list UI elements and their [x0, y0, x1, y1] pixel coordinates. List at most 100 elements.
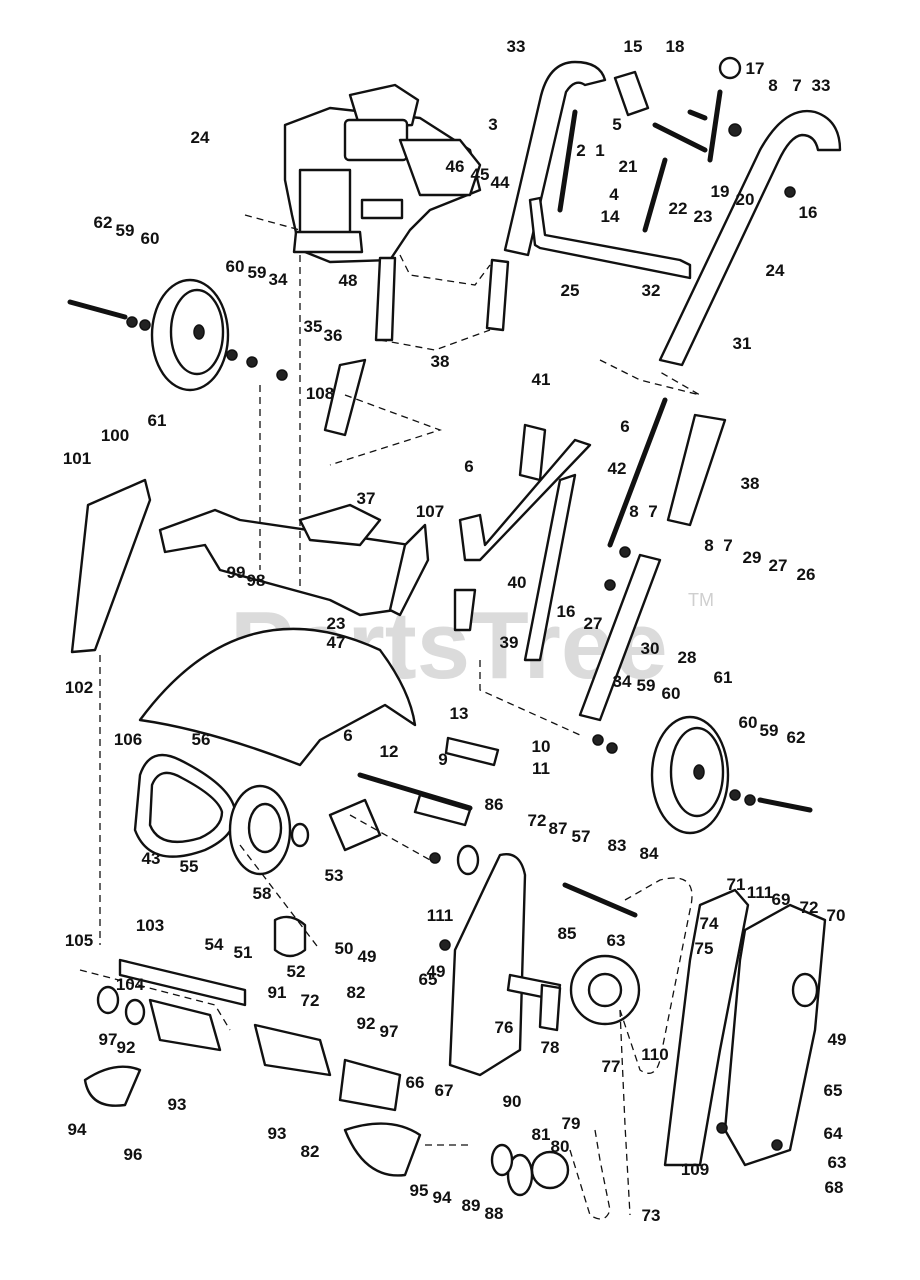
callout-49: 49	[427, 962, 446, 981]
callout-94: 94	[68, 1120, 87, 1139]
callout-22: 22	[669, 199, 688, 218]
callout-27: 27	[584, 614, 603, 633]
callout-56: 56	[192, 730, 211, 749]
callout-3: 3	[488, 115, 497, 134]
callout-42: 42	[608, 459, 627, 478]
callout-111: 111	[747, 883, 774, 902]
callout-92: 92	[117, 1038, 136, 1057]
callout-79: 79	[562, 1114, 581, 1133]
callout-93: 93	[268, 1124, 287, 1143]
callout-6: 6	[620, 417, 629, 436]
callout-76: 76	[495, 1018, 514, 1037]
callout-36: 36	[324, 326, 343, 345]
callout-45: 45	[471, 165, 490, 184]
callout-91: 91	[268, 983, 287, 1002]
callout-16: 16	[557, 602, 576, 621]
callout-99: 99	[227, 563, 246, 582]
callout-85: 85	[558, 924, 577, 943]
callout-62: 62	[787, 728, 806, 747]
callout-108: 108	[306, 384, 334, 403]
chains	[569, 877, 693, 1220]
callout-107: 107	[416, 502, 444, 521]
lower-sprocket	[490, 1143, 570, 1197]
callout-18: 18	[666, 37, 685, 56]
callout-8: 8	[704, 536, 713, 555]
callout-61: 61	[148, 411, 167, 430]
callout-8: 8	[768, 76, 777, 95]
callout-33: 33	[812, 76, 831, 95]
callout-71: 71	[727, 875, 746, 894]
callout-73: 73	[642, 1206, 661, 1225]
callout-20: 20	[736, 190, 755, 209]
callout-65: 65	[824, 1081, 843, 1100]
callout-61: 61	[714, 668, 733, 687]
callout-15: 15	[624, 37, 643, 56]
callout-2: 2	[576, 141, 585, 160]
callout-89: 89	[462, 1196, 481, 1215]
callout-77: 77	[602, 1057, 621, 1076]
drive-sprocket	[506, 882, 641, 1032]
callout-4: 4	[609, 185, 619, 204]
callout-10: 10	[532, 737, 551, 756]
callout-82: 82	[301, 1142, 320, 1161]
callout-81: 81	[532, 1125, 551, 1144]
callout-60: 60	[141, 229, 160, 248]
callout-23: 23	[694, 207, 713, 226]
axle-bolts	[67, 299, 813, 813]
callout-87: 87	[549, 819, 568, 838]
tine-shaft	[83, 958, 422, 1177]
callout-104: 104	[116, 975, 145, 994]
callout-11: 11	[532, 759, 550, 778]
control-rods	[557, 89, 723, 548]
callout-6: 6	[343, 726, 352, 745]
callout-40: 40	[508, 573, 527, 592]
callout-67: 67	[435, 1081, 454, 1100]
callout-72: 72	[528, 811, 547, 830]
callout-5: 5	[612, 115, 621, 134]
callout-37: 37	[357, 489, 376, 508]
callout-23: 23	[327, 614, 346, 633]
callout-59: 59	[248, 263, 267, 282]
callout-6: 6	[464, 457, 473, 476]
callout-55: 55	[180, 857, 199, 876]
wheel-left	[150, 278, 230, 392]
callout-65: 65	[419, 970, 438, 989]
callout-72: 72	[800, 898, 819, 917]
callout-32: 32	[642, 281, 661, 300]
callout-43: 43	[142, 849, 161, 868]
callout-93: 93	[168, 1095, 187, 1114]
callout-48: 48	[339, 271, 358, 290]
side-shield-left	[70, 478, 152, 654]
callout-54: 54	[205, 935, 224, 954]
wheel-right	[650, 715, 730, 835]
callout-106: 106	[114, 730, 142, 749]
callout-86: 86	[485, 795, 504, 814]
callout-100: 100	[101, 426, 129, 445]
callout-58: 58	[253, 884, 272, 903]
callout-95: 95	[410, 1181, 429, 1200]
callout-41: 41	[532, 370, 551, 389]
assembly-lines	[79, 214, 701, 1216]
depth-bar	[453, 423, 662, 722]
callout-97: 97	[99, 1030, 118, 1049]
callout-62: 62	[94, 213, 113, 232]
callout-7: 7	[648, 502, 657, 521]
callout-9: 9	[438, 750, 447, 769]
callout-1: 1	[595, 141, 604, 160]
callout-60: 60	[739, 713, 758, 732]
callout-49: 49	[358, 947, 377, 966]
callout-88: 88	[485, 1204, 504, 1223]
callout-84: 84	[640, 844, 659, 863]
callout-57: 57	[572, 827, 591, 846]
callout-60: 60	[662, 684, 681, 703]
callout-90: 90	[503, 1092, 522, 1111]
callout-109: 109	[681, 1160, 709, 1179]
callout-96: 96	[124, 1145, 143, 1164]
callout-78: 78	[541, 1038, 560, 1057]
handle-tubes	[323, 256, 727, 527]
callout-17: 17	[746, 59, 765, 78]
callout-50: 50	[335, 939, 354, 958]
engine	[283, 83, 482, 264]
